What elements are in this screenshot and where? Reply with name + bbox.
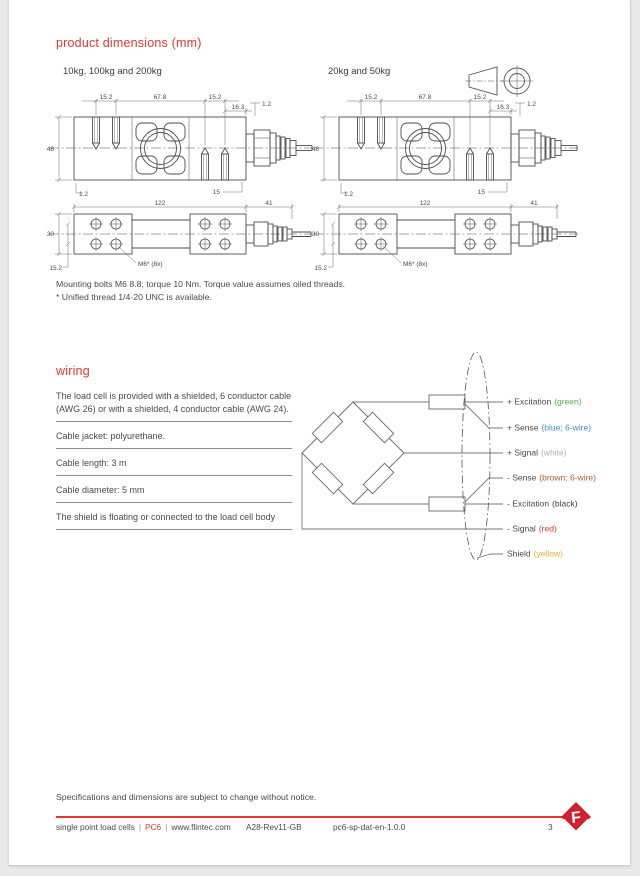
dim-label: 15.2: [100, 94, 113, 101]
wiring-spec-shield: The shield is floating or connected to t…: [56, 511, 292, 530]
cable-shield-ellipse: [461, 351, 491, 561]
wiring-spec-cable-jacket: Cable jacket: polyurethane.: [56, 430, 292, 449]
change-notice: Specifications and dimensions are subjec…: [56, 792, 317, 802]
footer-separator: |: [165, 822, 168, 832]
dim-label: 67.8: [154, 94, 167, 101]
dim-label: 122: [155, 200, 166, 207]
dimension-lines: [55, 98, 260, 194]
bottom-view-outline: [49, 213, 313, 255]
wire-labels: + Excitation(green) + Sense(blue; 6-wire…: [507, 397, 596, 559]
side-view-outline: [49, 116, 313, 181]
dim-label: 15.2: [209, 94, 222, 101]
bolt-holes: [89, 217, 232, 251]
footer-doc-code: pc6-sp-dat-en-1.0.0: [333, 822, 406, 832]
drawing-side-view-20-50kg: 15.2 67.8 15.2 16.3 1.2 48 1.2 15: [311, 93, 581, 206]
bottom-mounting-bolts: [201, 147, 229, 181]
dim-label: 41: [530, 200, 538, 207]
bottom-view-outline: [314, 213, 578, 255]
wire-label-positive-sense: + Sense(blue; 6-wire): [507, 423, 591, 433]
first-angle-projection-icon: [465, 65, 533, 97]
wiring-connections: [301, 401, 503, 559]
wire-label-positive-excitation: + Excitation(green): [507, 397, 582, 407]
mounting-note-line2: * Unified thread 1/4-20 UNC is available…: [56, 292, 212, 302]
dimension-lines: [55, 204, 295, 268]
wiring-specs-list: The load cell is provided with a shielde…: [56, 390, 292, 538]
dim-label: 15.2: [474, 94, 487, 101]
footer-product-family: single point load cells: [56, 822, 135, 832]
dim-label: M6* (8x): [138, 261, 163, 268]
top-mounting-bolts: [92, 116, 120, 150]
dim-label: 1.2: [79, 191, 88, 198]
footer-rule: [56, 816, 562, 818]
section-heading-wiring: wiring: [56, 364, 90, 378]
footer-doc-ref: A28-Rev11-GB: [246, 822, 302, 832]
dim-label: 30: [47, 231, 55, 238]
flintec-logo: F: [561, 802, 591, 834]
wheatstone-bridge: [301, 394, 466, 512]
wire-label-shield: Shield(yellow): [507, 549, 563, 559]
load-cell-bottom-view-drawing: 122 41 30 15.2 M6* (8x): [312, 200, 578, 272]
dimension-labels: 15.2 67.8 15.2 16.3 1.2 48 1.2 15: [47, 94, 272, 198]
dim-label: 1.2: [262, 101, 271, 108]
cable-gland: [245, 221, 312, 247]
dimension-labels: 15.2 67.8 15.2 16.3 1.2 48 1.2 15: [312, 94, 537, 198]
dimension-labels: 122 41 30 15.2 M6* (8x): [47, 200, 273, 272]
wire-label-negative-signal: - Signal(red): [507, 524, 557, 534]
footer-separator: |: [138, 822, 142, 832]
wiring-spec-cable-diameter: Cable diameter: 5 mm: [56, 484, 292, 503]
bolt-holes: [354, 217, 497, 251]
dim-label: 48: [47, 146, 55, 153]
variant-label-right: 20kg and 50kg: [328, 66, 391, 77]
footer-product-code: PC6: [145, 822, 162, 832]
bottom-mounting-bolts: [466, 147, 494, 181]
variant-label-left: 10kg, 100kg and 200kg: [63, 66, 162, 77]
cable-gland: [510, 221, 577, 247]
load-cell-side-view-drawing: 15.2 67.8 15.2 16.3 1.2 48 1.2 15: [312, 94, 578, 198]
dimension-lines: [320, 204, 560, 268]
wire-label-negative-sense: - Sense(brown; 6-wire): [507, 473, 596, 483]
dim-label: 15.2: [49, 265, 62, 272]
logo-letter: F: [570, 809, 582, 827]
dim-label: 30: [312, 231, 320, 238]
section-heading-product-dimensions: product dimensions (mm): [56, 36, 202, 50]
wire-label-positive-signal: + Signal(white): [507, 448, 567, 458]
dim-label: 1.2: [527, 101, 536, 108]
dim-label: M6* (8x): [403, 261, 428, 268]
dim-label: 15: [213, 189, 221, 196]
mounting-note-line1: Mounting bolts M6 8.8; torque 10 Nm. Tor…: [56, 279, 346, 289]
dim-label: 16.3: [232, 104, 245, 111]
dim-label: 67.8: [419, 94, 432, 101]
dimension-lines: [320, 98, 525, 194]
drawing-bottom-view-10-100-200kg: 122 41 30 15.2 M6* (8x): [46, 199, 316, 280]
side-view-outline: [314, 116, 578, 181]
dim-label: 122: [420, 200, 431, 207]
mounting-notes: Mounting bolts M6 8.8; torque 10 Nm. Tor…: [56, 278, 486, 304]
dim-label: 15: [478, 189, 486, 196]
dim-label: 16.3: [497, 104, 510, 111]
dim-label: 15.2: [314, 265, 327, 272]
wiring-intro: The load cell is provided with a shielde…: [56, 390, 292, 422]
load-cell-bottom-view-drawing: 122 41 30 15.2 M6* (8x): [47, 200, 313, 272]
datasheet-page: product dimensions (mm) 10kg, 100kg and …: [8, 0, 631, 866]
dimension-labels: 122 41 30 15.2 M6* (8x): [312, 200, 538, 272]
drawing-bottom-view-20-50kg: 122 41 30 15.2 M6* (8x): [311, 199, 581, 280]
drawing-side-view-10-100-200kg: 15.2 67.8 15.2 16.3 1.2 48 1.2 15: [46, 93, 316, 206]
footer-product-line: single point load cells|PC6|www.flintec.…: [56, 822, 231, 832]
dim-label: 48: [312, 146, 320, 153]
page-number: 3: [548, 822, 553, 832]
dim-label: 1.2: [344, 191, 353, 198]
dim-label: 15.2: [365, 94, 378, 101]
wiring-diagram: + Excitation(green) + Sense(blue; 6-wire…: [301, 351, 596, 561]
wire-label-negative-excitation: - Excitation(black): [507, 499, 578, 509]
dim-label: 41: [265, 200, 273, 207]
cable-gland: [510, 129, 578, 167]
cable-gland: [245, 129, 313, 167]
footer-website: www.flintec.com: [171, 822, 231, 832]
top-mounting-bolts: [357, 116, 385, 150]
load-cell-side-view-drawing: 15.2 67.8 15.2 16.3 1.2 48 1.2 15: [47, 94, 313, 198]
wiring-spec-cable-length: Cable length: 3 m: [56, 457, 292, 476]
